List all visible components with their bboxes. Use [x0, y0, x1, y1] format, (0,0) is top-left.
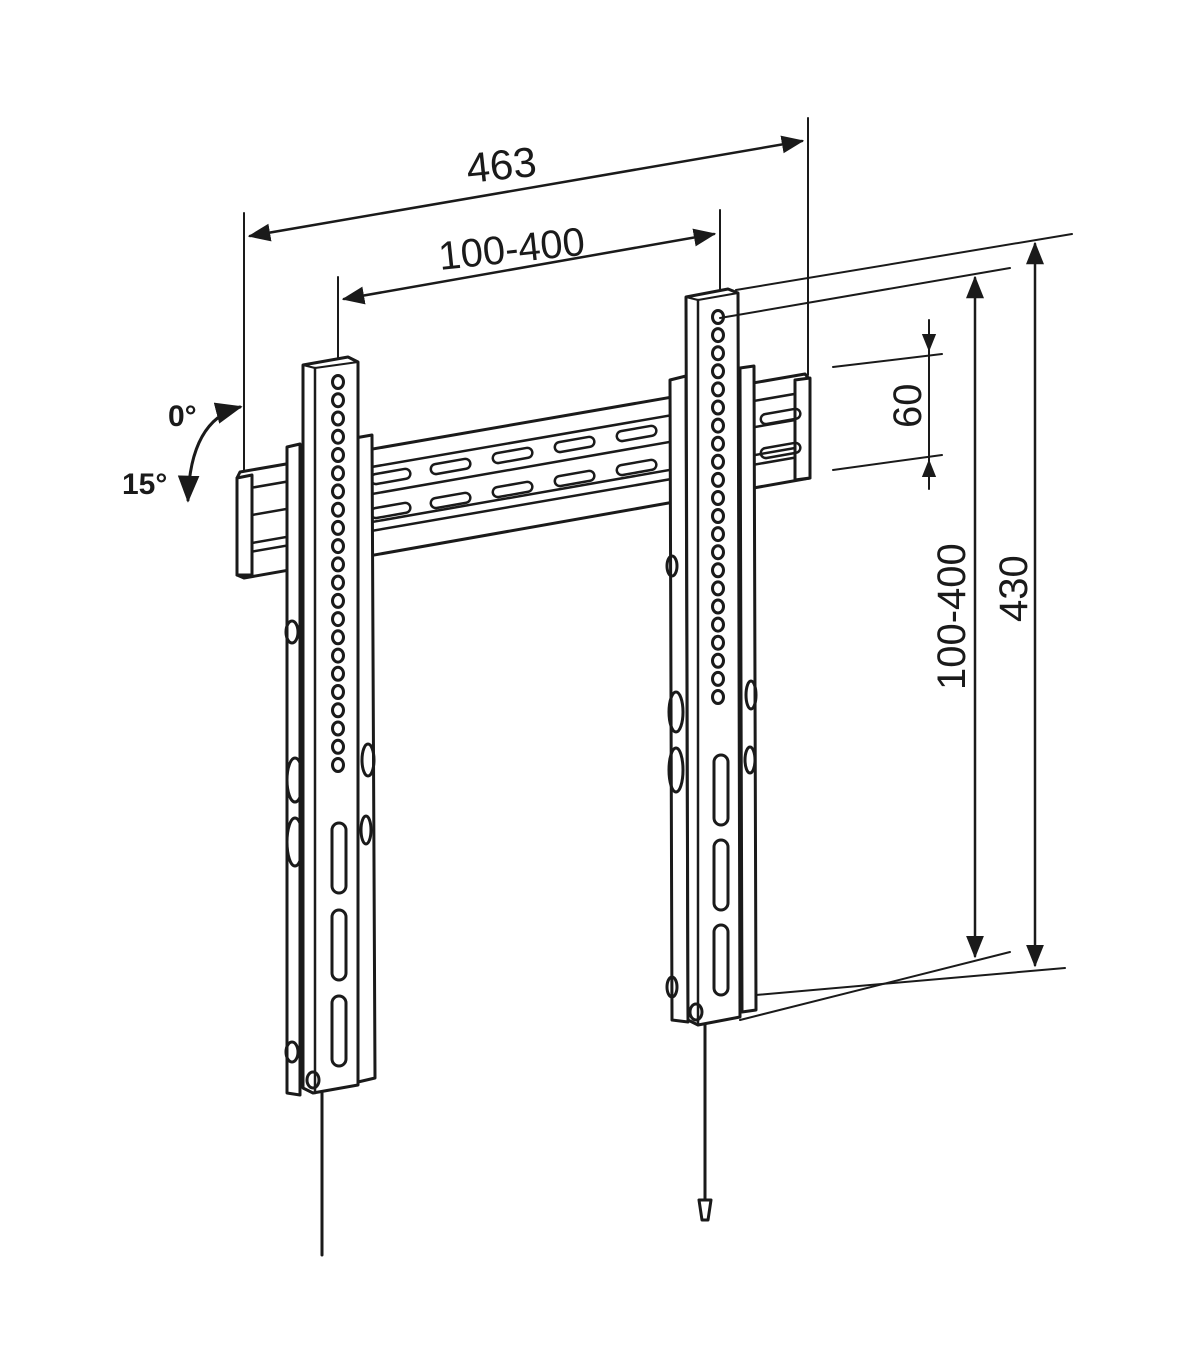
- right-arm-holes: [711, 309, 725, 705]
- right-arm-hole: [711, 453, 725, 470]
- right-arm-hole: [711, 616, 725, 633]
- left-arm-hole: [331, 647, 345, 664]
- left-arm-hole: [331, 738, 345, 755]
- dimension-horizontal-hole-spacing: 100-400: [337, 209, 721, 359]
- right-arm-hole: [711, 526, 725, 543]
- left-arm-hole: [331, 665, 345, 682]
- right-arm-hole: [711, 508, 725, 524]
- right-arm-hole: [711, 399, 725, 416]
- right-arm-hole: [711, 652, 725, 669]
- right-arm-hole: [711, 435, 725, 452]
- right-arm-hole: [711, 345, 725, 362]
- right-arm-hole: [711, 670, 725, 687]
- left-arm-hole: [331, 392, 345, 409]
- left-arm-hole: [331, 483, 345, 500]
- left-arm-hole: [331, 574, 345, 591]
- right-arm-hole: [711, 417, 725, 434]
- left-arm-hole: [331, 447, 345, 463]
- right-arm-hole: [711, 363, 725, 380]
- dimension-overall-width: 463: [243, 117, 809, 471]
- right-arm-hole: [711, 634, 725, 651]
- left-arm-holes: [331, 374, 345, 773]
- left-arm-hole: [331, 428, 345, 445]
- right-arm-hole: [711, 689, 725, 705]
- horizontal-hole-spacing-label: 100-400: [436, 220, 587, 279]
- tilt-min-label: 0°: [168, 400, 197, 433]
- right-arm-hole: [711, 381, 725, 398]
- left-arm-hole: [331, 720, 345, 737]
- dimension-overall-height: 430: [735, 233, 1073, 996]
- left-arm-hole: [331, 556, 345, 573]
- overall-width-label: 463: [464, 138, 539, 192]
- right-arm-hole: [711, 490, 725, 506]
- right-arm-hole: [711, 327, 725, 344]
- right-arm-hole: [711, 544, 725, 561]
- tilt-max-label: 15°: [122, 468, 167, 501]
- left-arm-hole: [331, 465, 345, 482]
- dimension-rail-height: 60: [832, 319, 943, 490]
- left-arm-hole: [331, 501, 345, 518]
- right-arm-hole: [711, 580, 725, 597]
- left-arm-hole: [331, 592, 345, 609]
- left-arm-hole: [331, 702, 345, 719]
- right-arm-hole: [711, 598, 725, 615]
- overall-height-label: 430: [992, 555, 1036, 622]
- left-arm-hole: [331, 538, 345, 555]
- left-arm-hole: [331, 684, 345, 700]
- right-mounting-arm: [665, 287, 758, 1222]
- right-arm-hole: [711, 562, 725, 579]
- rail-height-label: 60: [886, 384, 930, 429]
- vertical-hole-spacing-label: 100-400: [930, 543, 974, 690]
- dimension-vertical-hole-spacing: 100-400: [719, 267, 1011, 1021]
- left-arm-hole: [331, 611, 345, 628]
- left-arm-hole: [331, 519, 345, 536]
- right-arm-hole: [711, 471, 725, 488]
- tilt-indicator: 0° 15°: [122, 400, 243, 503]
- left-arm-hole: [331, 757, 345, 773]
- left-arm-hole: [331, 629, 345, 646]
- left-arm-hole: [331, 410, 345, 427]
- left-mounting-arm: [284, 355, 377, 1257]
- left-arm-hole: [331, 374, 345, 390]
